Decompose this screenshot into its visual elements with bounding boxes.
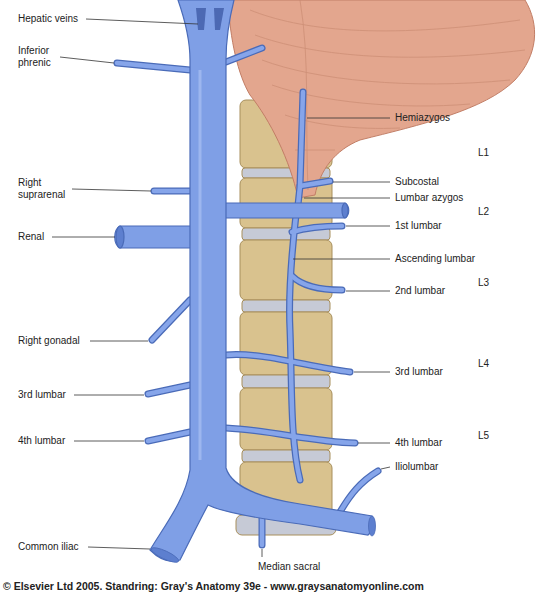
vessel-label: Common iliac [18,541,79,553]
vessel-label: 2nd lumbar [395,285,445,297]
diaphragm [228,0,535,198]
vessel-label: Inferior phrenic [18,45,68,69]
vessel-label: 1st lumbar [395,220,442,232]
vertebral-level: L1 [478,147,489,159]
vertebral-level: L5 [478,430,489,442]
vessel-label: 4th lumbar [18,435,65,447]
leader-lines [52,19,390,557]
vessel-label: Subcostal [395,176,439,188]
vessel-label: Iliolumbar [395,461,438,473]
vessel-label: Lumbar azygos [395,192,463,204]
vessel-label: Hemiazygos [395,112,450,124]
vessel-label: 3rd lumbar [18,389,66,401]
vertebral-level: L4 [478,358,489,370]
vessel-label: Renal [18,231,44,243]
vessel-label: 3rd lumbar [395,366,443,378]
vessel-label: Right gonadal [18,335,80,347]
vessel-label: Median sacral [258,561,320,573]
vessel-ends [150,516,376,565]
vessel-label: Ascending lumbar [395,253,475,265]
vessel-label: Right suprarenal [18,177,80,201]
vertebral-level: L2 [478,206,489,218]
vertebral-level: L3 [478,277,489,289]
inferior-vena-cava [150,0,374,561]
vein-shading [199,70,202,460]
renal-veins [115,203,349,248]
vessel-label: Hepatic veins [18,13,78,25]
copyright-caption: © Elsevier Ltd 2005. Standring: Gray's A… [3,580,424,593]
vessel-label: 4th lumbar [395,437,442,449]
hepatic-vein-openings [196,8,224,30]
